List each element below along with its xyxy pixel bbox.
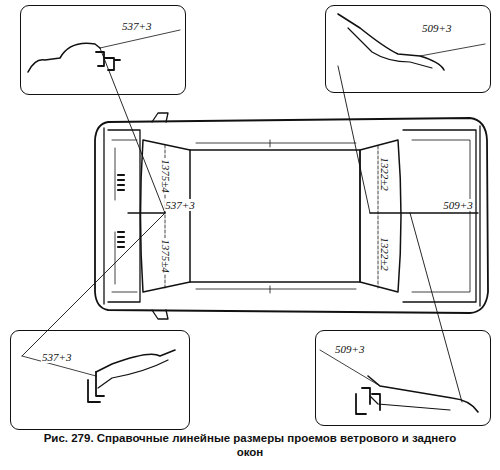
detail-inset: 509+3	[315, 330, 491, 426]
dimension-value: 1375±4	[160, 238, 172, 274]
dimension-value: 537+3	[41, 351, 72, 363]
detail-inset: 537+3	[20, 5, 186, 95]
detail-inset: 509+3	[325, 5, 491, 93]
dimension-value: 537+3	[164, 199, 195, 211]
figure-caption: Рис. 279. Справочные линейные размеры пр…	[30, 432, 470, 460]
dimension-value: 509+3	[334, 343, 365, 355]
dimension-value: 509+3	[442, 199, 473, 211]
dimension-value: 1322±2	[379, 156, 391, 192]
dimension-value: 1322±2	[379, 236, 391, 272]
dimension-value: 1375±4	[160, 158, 172, 194]
detail-inset: 537+3	[10, 330, 190, 430]
dimension-value: 509+3	[421, 22, 452, 34]
dimension-value: 537+3	[121, 20, 152, 32]
